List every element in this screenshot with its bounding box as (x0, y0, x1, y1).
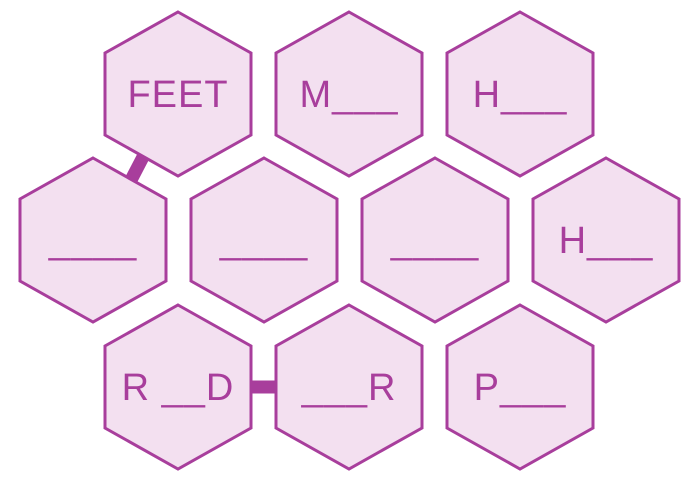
hex-shape (531, 156, 681, 324)
hex-word: FEET (127, 74, 228, 116)
hex-word: ___R (301, 367, 397, 409)
hex-word: ____ (219, 220, 309, 262)
hex-cell-r3c1[interactable]: R __D (103, 303, 253, 471)
hex-word: M___ (299, 74, 398, 116)
hex-word: R __D (122, 367, 235, 409)
hex-cell-r2c2[interactable]: ____ (189, 156, 339, 324)
hex-shape (103, 10, 253, 178)
hex-shape (445, 10, 595, 178)
hex-cell-r3c3[interactable]: P___ (445, 303, 595, 471)
hex-word: H___ (473, 74, 568, 116)
hex-cell-r2c3[interactable]: ____ (360, 156, 510, 324)
hex-shape (103, 303, 253, 471)
connector-r1c1-r2c1 (124, 154, 149, 185)
hex-cell-r2c4[interactable]: H___ (531, 156, 681, 324)
hex-word: P___ (474, 367, 567, 409)
hex-cell-r3c2[interactable]: ___R (274, 303, 424, 471)
hex-cell-r1c3[interactable]: H___ (445, 10, 595, 178)
hex-cell-r1c2[interactable]: M___ (274, 10, 424, 178)
hex-shape (18, 156, 168, 324)
hex-word: ____ (390, 220, 480, 262)
hex-shape (445, 303, 595, 471)
hex-shape (274, 303, 424, 471)
hex-shape (189, 156, 339, 324)
hex-cell-r2c1[interactable]: ____ (18, 156, 168, 324)
hex-word: H___ (559, 220, 654, 262)
hex-shape (274, 10, 424, 178)
hex-cell-r1c1[interactable]: FEET (103, 10, 253, 178)
hex-word: ____ (48, 220, 138, 262)
hex-shape (360, 156, 510, 324)
